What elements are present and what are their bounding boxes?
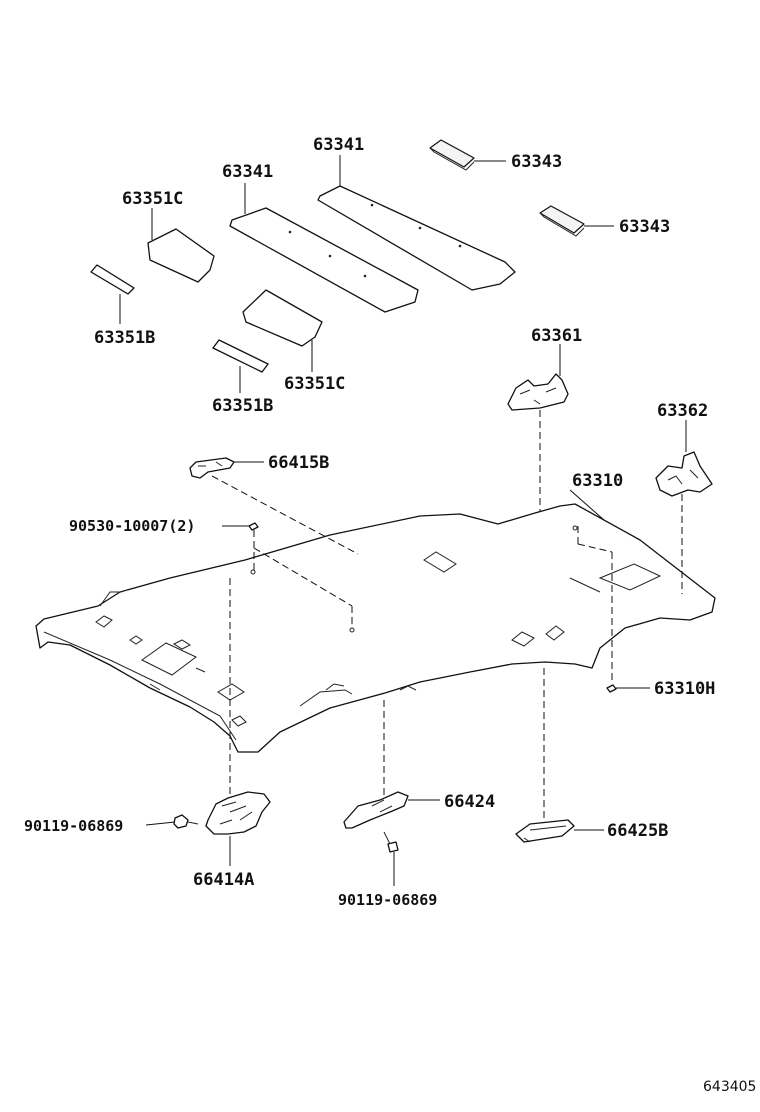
label-63362: 63362 — [657, 401, 708, 421]
label-63341-left: 63341 — [222, 162, 273, 182]
pad-63351c-top[interactable] — [147, 228, 215, 283]
label-66425b: 66425B — [607, 821, 668, 841]
label-63310h: 63310H — [654, 679, 715, 699]
pad-63351c-mid[interactable] — [242, 289, 323, 347]
label-90119-left: 90119-06869 — [24, 817, 123, 835]
label-66415b: 66415B — [268, 453, 329, 473]
label-66414a: 66414A — [193, 870, 254, 890]
label-66424: 66424 — [444, 792, 495, 812]
holder-66425b[interactable] — [515, 819, 575, 843]
bracket-63362[interactable] — [655, 451, 713, 497]
label-90530: 90530-10007(2) — [69, 517, 195, 535]
sunvisor-holder-66424[interactable] — [343, 791, 409, 829]
holder-66415b[interactable] — [189, 457, 235, 479]
clip-90530[interactable] — [248, 522, 259, 531]
bracket-63361[interactable] — [507, 373, 569, 411]
bolt-90119-left[interactable] — [173, 814, 199, 829]
callout-labels: 63341 63341 63343 63343 63351C 63351B 63… — [24, 135, 756, 1095]
label-63351b-left: 63351B — [94, 328, 155, 348]
pad-63341-right[interactable] — [317, 185, 516, 291]
leader-lines — [119, 155, 687, 886]
label-63351b-mid: 63351B — [212, 396, 273, 416]
diagram-id: 643405 — [703, 1079, 756, 1095]
pad-63343-top[interactable] — [429, 139, 475, 171]
clip-63310h[interactable] — [606, 684, 617, 693]
strip-63351b-left[interactable] — [90, 264, 135, 295]
label-63351c-top: 63351C — [122, 189, 183, 209]
label-63343-bottom: 63343 — [619, 217, 670, 237]
label-63351c-mid: 63351C — [284, 374, 345, 394]
bolt-90119-bottom[interactable] — [383, 831, 399, 853]
label-63361: 63361 — [531, 326, 582, 346]
headliner-63310[interactable] — [35, 503, 716, 753]
label-63341-right: 63341 — [313, 135, 364, 155]
assist-grip-66414a[interactable] — [205, 791, 271, 835]
dashed-guide-lines — [211, 410, 683, 820]
strip-63351b-mid[interactable] — [212, 339, 269, 373]
pad-63341-left[interactable] — [229, 207, 419, 313]
pad-63343-bottom[interactable] — [539, 205, 585, 237]
label-90119-bottom: 90119-06869 — [338, 891, 437, 909]
label-63343-top: 63343 — [511, 152, 562, 172]
label-63310: 63310 — [572, 471, 623, 491]
